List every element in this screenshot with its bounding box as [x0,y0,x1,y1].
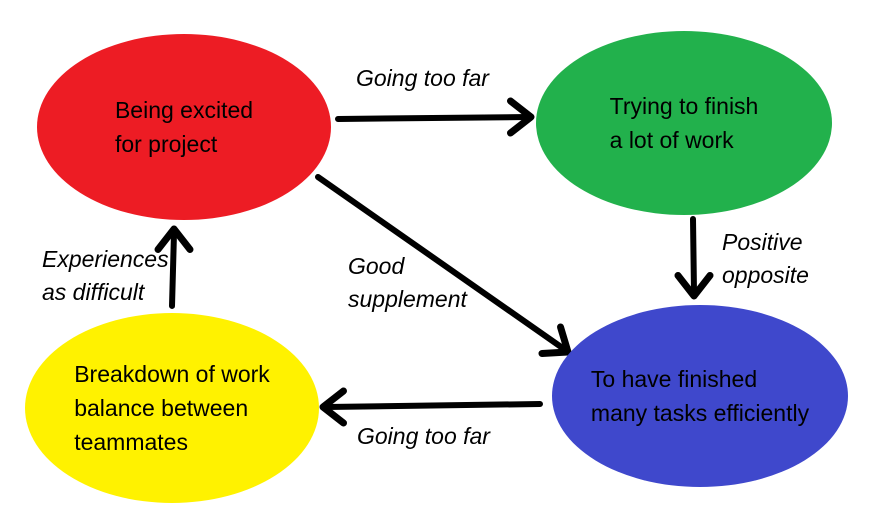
node-being-excited-label: Being excited for project [114,97,254,157]
node-trying-to-finish: Trying to finish a lot of work [536,31,832,215]
arrow-excited-to-finished [315,174,572,357]
edge-label-positive-opposite: Positive opposite [722,229,809,288]
node-breakdown-of-work: Breakdown of work balance between teamma… [25,313,319,503]
node-finished-tasks: To have finished many tasks efficiently [552,305,848,487]
edge-label-going-too-far-top: Going too far [356,65,489,91]
node-being-excited: Being excited for project [37,34,331,220]
arrow-excited-to-trying [335,97,535,137]
edge-label-going-too-far-bottom: Going too far [357,423,490,449]
edge-label-good-supplement: Good supplement [348,253,467,312]
arrow-trying-to-finished [674,216,714,300]
edge-label-experiences-as-difficult: Experiences as difficult [42,246,169,305]
arrow-breakdown-to-excited [154,225,194,309]
node-breakdown-of-work-label: Breakdown of work balance between teamma… [74,361,270,455]
arrow-finished-to-breakdown [319,387,543,427]
node-trying-to-finish-label: Trying to finish a lot of work [609,93,759,153]
node-finished-tasks-label: To have finished many tasks efficiently [590,366,810,426]
